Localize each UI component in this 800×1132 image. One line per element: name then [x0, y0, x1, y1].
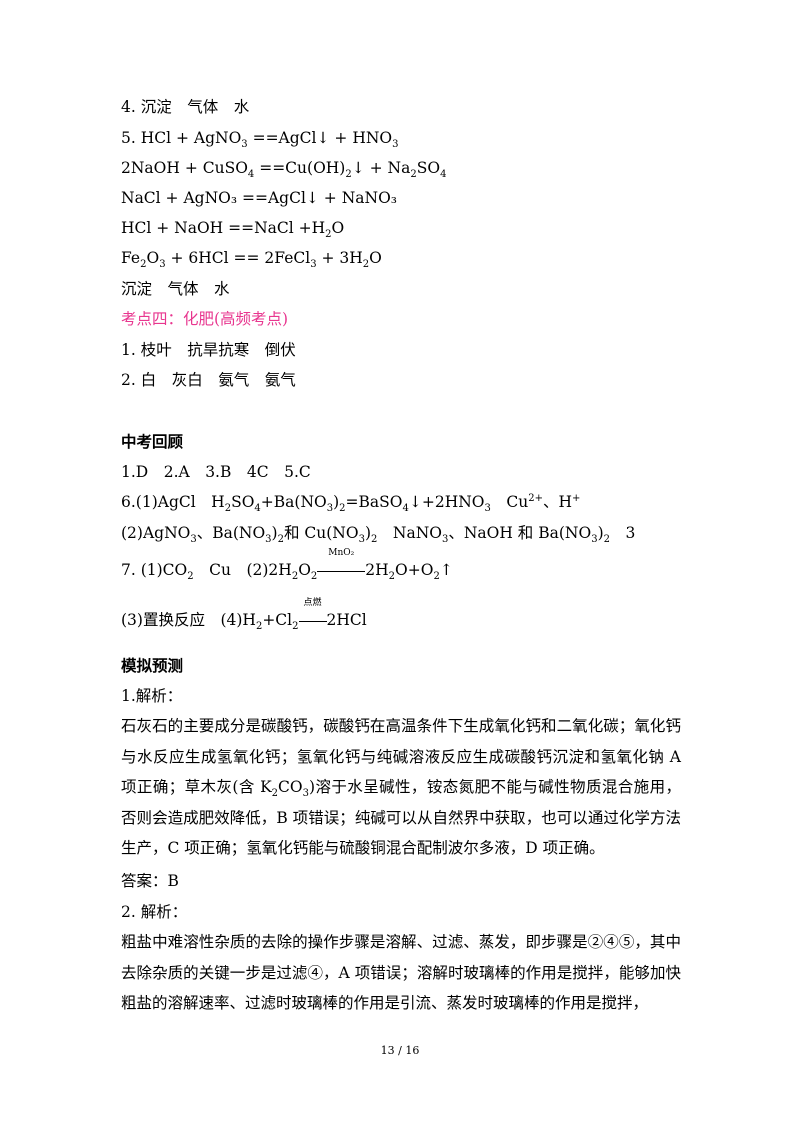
predict-2-explanation: 粗盐中难溶性杂质的去除的操作步骤是溶解、过滤、蒸发，即步骤是②④⑤，其中去除杂质… [121, 933, 681, 1013]
reaction-condition-mno2: MnO₂ [317, 548, 366, 580]
section-heading-predict: 模拟预测 [121, 657, 184, 675]
review-answer-6-1: 6.(1)AgCl H2SO4+Ba(NO3)2=BaSO4↓+2HNO3 Cu… [121, 492, 581, 515]
page-number: 13 / 16 [380, 1044, 420, 1057]
answer-line-precipitate: 沉淀 气体 水 [121, 280, 230, 298]
review-answer-6-2: (2)AgNO3、Ba(NO3)2和 Cu(NO3)2 NaNO3、NaOH 和… [121, 524, 636, 546]
reaction-condition-ignite: 点燃 [298, 598, 327, 630]
equation-line-nacl-agno3: NaCl + AgNO₃ ==AgCl↓ + NaNO₃ [121, 189, 398, 207]
predict-1-answer: 答案：B [121, 872, 179, 890]
review-answers-1-5: 1.D 2.A 3.B 4C 5.C [121, 463, 311, 481]
section-heading-review: 中考回顾 [121, 433, 184, 451]
predict-1-label: 1.解析： [121, 687, 183, 705]
predict-1-explanation: 石灰石的主要成分是碳酸钙，碳酸钙在高温条件下生成氧化钙和二氧化碳；氧化钙与水反应… [121, 717, 681, 858]
section-heading-fertilizer: 考点四：化肥(高频考点) [121, 310, 289, 328]
answer-line-fertilizer-2: 2. 白 灰白 氨气 氨气 [121, 371, 296, 389]
answer-line-4: 4. 沉淀 气体 水 [121, 98, 250, 116]
equation-line-naoh-cuso4: 2NaOH + CuSO4 ==Cu(OH)2↓ + Na2SO4 [121, 159, 447, 181]
equation-line-fe2o3-hcl: Fe2O3 + 6HCl == 2FeCl3 + 3H2O [121, 249, 382, 271]
answer-line-fertilizer-1: 1. 枝叶 抗旱抗寒 倒伏 [121, 341, 296, 359]
predict-2-label: 2. 解析： [121, 903, 188, 921]
equation-line-hcl-naoh: HCl + NaOH ==NaCl +H2O [121, 219, 345, 241]
equation-line-hcl-agno3: 5. HCl + AgNO3 ==AgCl↓ + HNO3 [121, 129, 399, 151]
